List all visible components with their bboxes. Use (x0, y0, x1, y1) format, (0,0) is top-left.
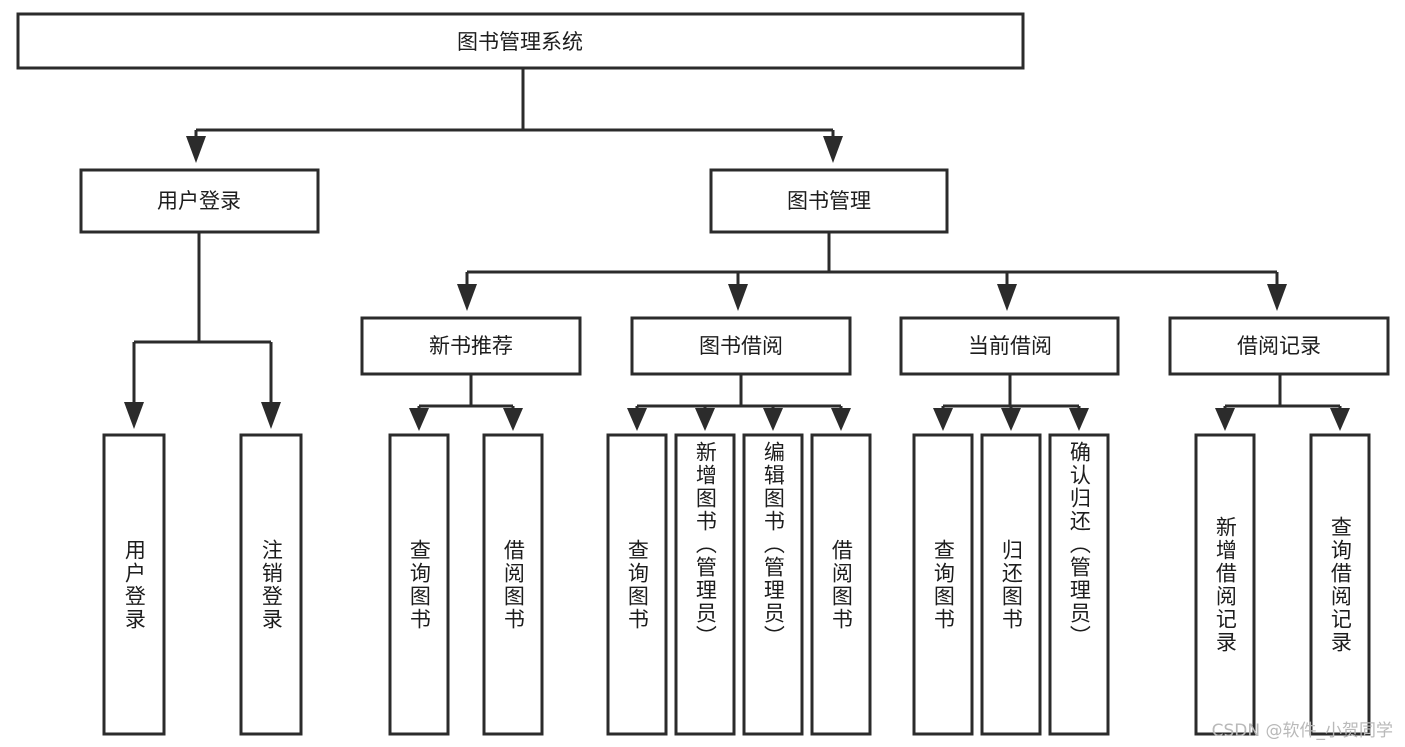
node-book-borrow-box[interactable] (630, 316, 852, 376)
arrow-head-bo-leaf-4 (831, 408, 851, 431)
leaf-box-nb-query-book[interactable] (388, 433, 450, 736)
arrow-head-bo-leaf-2 (695, 408, 715, 431)
node-user-login-label: 用户登录 (157, 189, 241, 213)
arrow-head-records (1267, 284, 1287, 311)
node-borrow-records-box[interactable] (1168, 316, 1390, 376)
node-new-book-recommend-box[interactable] (360, 316, 582, 376)
node-new-book-recommend-label: 新书推荐 (429, 334, 513, 358)
node-book-borrow-label: 图书借阅 (699, 334, 783, 358)
leaf-box-cu-return-book[interactable] (980, 433, 1042, 736)
leaf-box-re-add-record[interactable] (1194, 433, 1256, 736)
connector-layer (124, 68, 1350, 431)
node-root[interactable]: 图书管理系统 (16, 12, 1025, 70)
leaf-box-cu-confirm-return[interactable] (1048, 433, 1110, 736)
arrow-head-leaf-logout (261, 402, 281, 429)
arrow-head-new-books (457, 284, 477, 311)
node-new-book-recommend[interactable]: 新书推荐 (360, 316, 582, 376)
csdn-watermark: CSDN @软件_小贺同学 (1211, 721, 1393, 741)
node-current-borrow-box[interactable] (899, 316, 1120, 376)
leaf-box-bo-borrow-book[interactable] (810, 433, 872, 736)
node-borrow-records[interactable]: 借阅记录 (1168, 316, 1390, 376)
leaf-box-logout[interactable] (239, 433, 303, 736)
arrow-head-leaf-user-login (124, 402, 144, 429)
arrow-head-bo-leaf-3 (763, 408, 783, 431)
arrow-head-cu-leaf-2 (1001, 408, 1021, 431)
node-root-label: 图书管理系统 (457, 30, 583, 54)
arrow-head-re-leaf-2 (1330, 408, 1350, 431)
node-book-management-label: 图书管理 (787, 189, 871, 213)
leaf-box-bo-add-book[interactable] (674, 433, 736, 736)
node-root-box[interactable] (16, 12, 1025, 70)
arrow-head-borrow (728, 284, 748, 311)
node-user-login-box[interactable] (79, 168, 320, 234)
node-current-borrow[interactable]: 当前借阅 (899, 316, 1120, 376)
arrow-head-cu-leaf-3 (1069, 408, 1089, 431)
arrow-head-re-leaf-1 (1215, 408, 1235, 431)
node-book-management[interactable]: 图书管理 (709, 168, 949, 234)
leaf-box-layer (102, 433, 1371, 736)
node-book-borrow[interactable]: 图书借阅 (630, 316, 852, 376)
arrow-head-cu-leaf-1 (933, 408, 953, 431)
node-current-borrow-label: 当前借阅 (968, 334, 1052, 358)
leaf-box-bo-query-book[interactable] (606, 433, 668, 736)
arrow-head-user-login (186, 136, 206, 163)
arrow-head-nb-leaf-1 (409, 408, 429, 431)
leaf-box-user-login[interactable] (102, 433, 166, 736)
node-book-management-box[interactable] (709, 168, 949, 234)
leaf-box-nb-borrow-book[interactable] (482, 433, 544, 736)
node-borrow-records-label: 借阅记录 (1237, 334, 1321, 358)
arrow-head-book-manage (823, 136, 843, 163)
arrow-head-nb-leaf-2 (503, 408, 523, 431)
leaf-box-cu-query-book[interactable] (912, 433, 974, 736)
node-user-login[interactable]: 用户登录 (79, 168, 320, 234)
leaf-box-bo-edit-book[interactable] (742, 433, 804, 736)
arrow-head-current (997, 284, 1017, 311)
leaf-box-re-query-record[interactable] (1309, 433, 1371, 736)
arrow-head-bo-leaf-1 (627, 408, 647, 431)
